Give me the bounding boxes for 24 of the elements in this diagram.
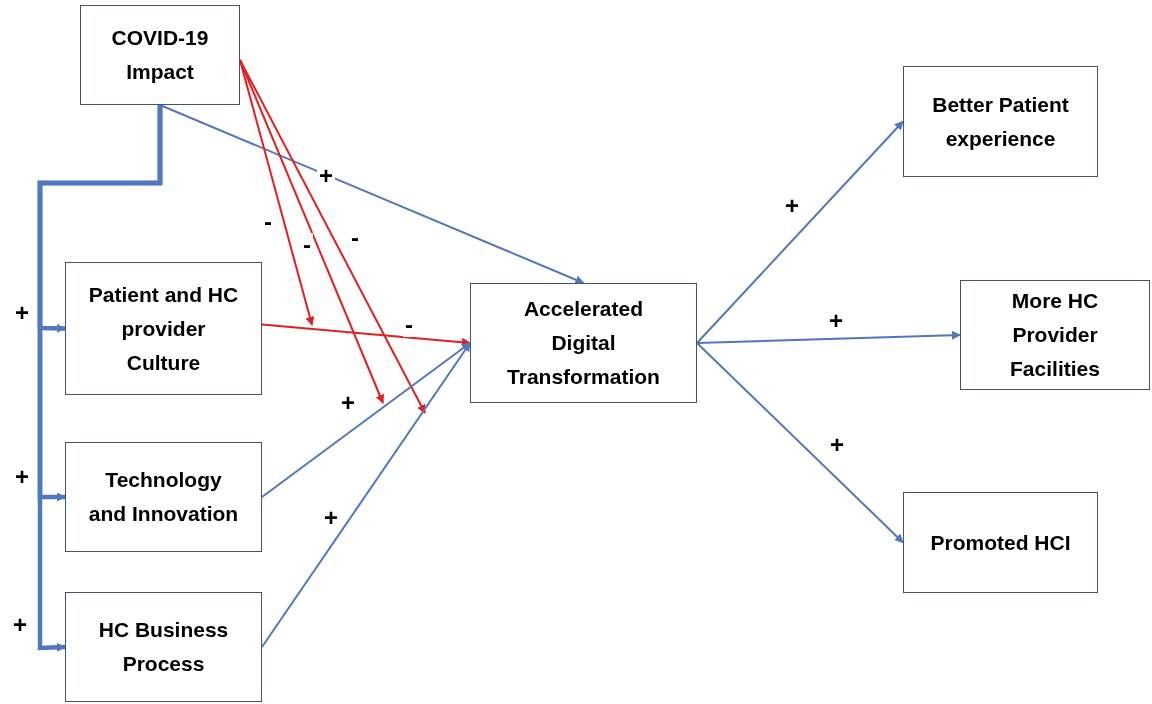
process-box [960,280,1150,390]
process-box [80,5,240,105]
box-label: Better Patient experience [931,91,1070,152]
box-label: Patient and HC provider Culture [87,281,240,376]
box-label: Technology and Innovation [87,467,240,527]
process-box [903,492,1098,593]
box-label: More HC Provider Facilities [1009,288,1101,382]
arrow [696,330,961,344]
arrow [159,104,585,284]
arrow [261,342,471,498]
process-box [65,592,262,702]
box-label: COVID-19 Impact [110,25,210,85]
arrow [239,59,426,414]
process-box [903,66,1098,177]
arrow [696,120,904,344]
arrow [37,105,163,652]
process-box [65,442,262,552]
arrow [261,323,471,347]
box-label: Promoted HCI [930,529,1071,556]
arrow [696,342,904,544]
box-label: HC Business Process [97,617,230,677]
process-box [65,262,262,395]
box-label: Accelerated Digital Transformation [506,296,661,390]
process-box [470,283,697,403]
